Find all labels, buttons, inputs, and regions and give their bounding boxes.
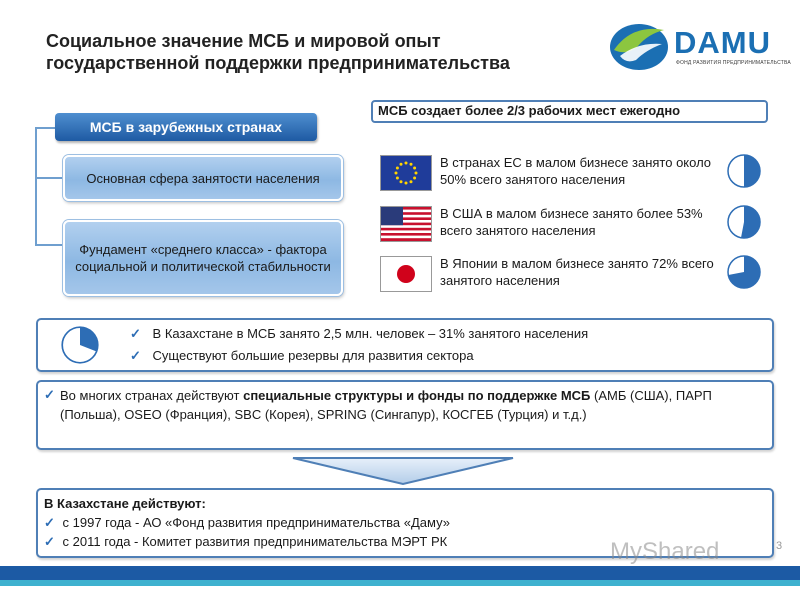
- tree-item-employment: Основная сфера занятости населения: [63, 155, 343, 201]
- checkmark-icon: ✓: [44, 387, 55, 402]
- kz-acting-item-1-text: с 1997 года - АО «Фонд развития предприн…: [62, 515, 450, 530]
- structures-text-bold: специальные структуры и фонды по поддерж…: [243, 388, 591, 403]
- logo-wordmark: DAMU: [674, 25, 771, 60]
- jobs-header: МСБ создает более 2/3 рабочих мест ежего…: [371, 100, 768, 123]
- watermark-text: MyShared: [610, 538, 720, 565]
- pie-share-slice: [741, 206, 760, 238]
- checkmark-icon: ✓: [44, 534, 55, 549]
- pie-kazakhstan: [61, 326, 99, 364]
- kazakhstan-acting-box: В Казахстане действуют: ✓ с 1997 года - …: [36, 488, 774, 558]
- kz-acting-item-2-text: с 2011 года - Комитет развития предприни…: [62, 534, 448, 549]
- tree-connector-2: [35, 244, 63, 246]
- checkmark-icon: ✓: [130, 326, 141, 341]
- stat-text-eu: В странах ЕС в малом бизнесе занято окол…: [440, 155, 712, 187]
- checkmark-icon: ✓: [130, 348, 141, 363]
- watermark: MyShared: [610, 538, 719, 566]
- pie-japan: [727, 255, 761, 289]
- kz-line-2: ✓ Существуют большие резервы для развити…: [130, 346, 750, 365]
- footer-bar: [0, 566, 800, 580]
- us-flag-icon: [380, 206, 432, 242]
- checkmark-icon: ✓: [44, 515, 55, 530]
- kazakhstan-employment-box: ✓ В Казахстане в МСБ занято 2,5 млн. чел…: [36, 318, 774, 372]
- tree-item-middle-class: Фундамент «среднего класса» - фактора со…: [63, 220, 343, 296]
- stat-row-japan: В Японии в малом бизнесе занято 72% всег…: [380, 254, 770, 294]
- tree-connector-1: [35, 177, 63, 179]
- tree-connector-vertical: [35, 127, 37, 245]
- eu-flag-icon: [380, 155, 432, 191]
- kz-line-1-text: В Казахстане в МСБ занято 2,5 млн. челов…: [152, 326, 589, 341]
- japan-flag-icon: [380, 256, 432, 292]
- damu-logo: DAMU ФОНД РАЗВИТИЯ ПРЕДПРИНИМАТЕЛЬСТВА: [608, 20, 794, 72]
- pie-share-slice: [728, 256, 760, 288]
- stat-row-eu: В странах ЕС в малом бизнесе занято окол…: [380, 153, 770, 193]
- tree-item-label: Фундамент «среднего класса» - фактора со…: [75, 242, 331, 274]
- structures-text-before: Во многих странах действуют: [60, 388, 244, 403]
- support-structures-box: ✓ Во многих странах действуют специальны…: [36, 380, 774, 450]
- pie-share-slice: [744, 155, 760, 187]
- footer-bar-accent: [0, 580, 800, 586]
- tree-connector-top: [35, 127, 55, 129]
- pie-eu: [727, 154, 761, 188]
- damu-logo-icon: [610, 24, 668, 70]
- down-arrow-icon: [292, 457, 514, 486]
- support-structures-text: Во многих странах действуют специальные …: [60, 386, 766, 424]
- tree-item-label: Основная сфера занятости населения: [86, 170, 320, 186]
- stat-text-us: В США в малом бизнесе занято более 53% в…: [440, 206, 703, 238]
- kz-line-1: ✓ В Казахстане в МСБ занято 2,5 млн. чел…: [130, 324, 750, 343]
- pie-us: [727, 205, 761, 239]
- kz-acting-item-1: ✓ с 1997 года - АО «Фонд развития предпр…: [44, 513, 754, 532]
- structures-text-after: (АМБ (США), ПАРП (Польша), OSEO (Франция…: [60, 388, 712, 422]
- logo-subtitle: ФОНД РАЗВИТИЯ ПРЕДПРИНИМАТЕЛЬСТВА: [676, 60, 791, 66]
- tree-header: МСБ в зарубежных странах: [55, 113, 317, 141]
- stat-row-us: В США в малом бизнесе занято более 53% в…: [380, 204, 770, 244]
- kz-acting-item-2: ✓ с 2011 года - Комитет развития предпри…: [44, 532, 754, 551]
- kz-acting-header: В Казахстане действуют:: [44, 496, 206, 511]
- page-title: Социальное значение МСБ и мировой опыт г…: [46, 31, 510, 73]
- kz-line-2-text: Существуют большие резервы для развития …: [152, 348, 474, 363]
- pie-share-slice: [80, 327, 98, 352]
- stat-text-japan: В Японии в малом бизнесе занято 72% всег…: [440, 256, 714, 288]
- page-number: 3: [776, 540, 783, 552]
